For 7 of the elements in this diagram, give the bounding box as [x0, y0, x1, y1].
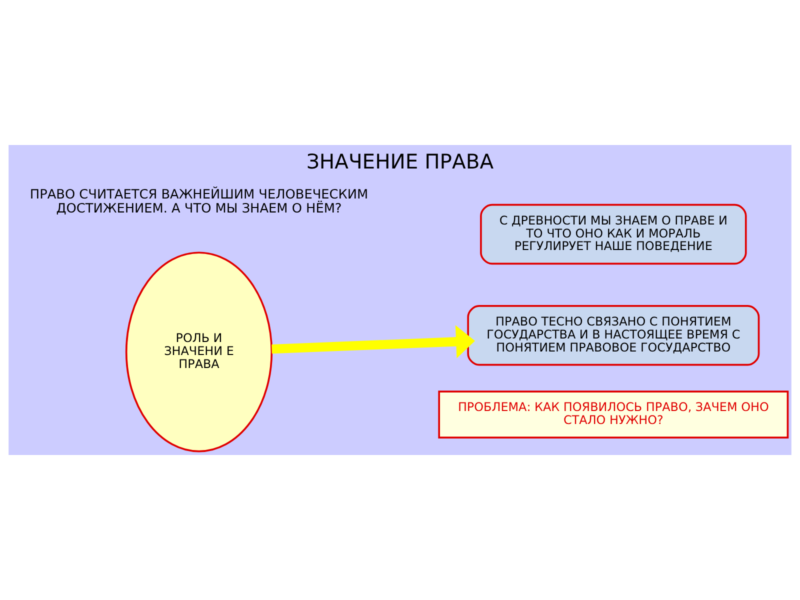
- label: ПРАВО СЧИТАЕТСЯ ВАЖНЕЙШИМ ЧЕЛОВЕЧЕСКИМ ДОСТИЖЕНИЕМ. А ЧТО МЫ ЗНАЕМ О НЁМ?: [30, 188, 368, 216]
- arrow: [272, 325, 475, 358]
- node-box: С ДРЕВНОСТИ МЫ ЗНАЕМ О ПРАВЕ И ТО ЧТО ОНО КАК И МОРАЛЬ РЕГУЛИРУЕТ НАШЕ ПОВЕДЕНИЕ: [480, 204, 747, 265]
- node-ellipse: РОЛЬ И ЗНАЧЕНИ Е ПРАВА: [125, 252, 273, 452]
- node-box: ПРОБЛЕМА: КАК ПОЯВИЛОСЬ ПРАВО, ЗАЧЕМ ОНО СТАЛО НУЖНО?: [438, 390, 789, 438]
- diagram-title: ЗНАЧЕНИЕ ПРАВА: [306, 150, 494, 174]
- node-box: ПРАВО ТЕСНО СВЯЗАНО С ПОНЯТИЕМ ГОСУДАРСТВА И В НАСТОЯЩЕЕ ВРЕМЯ С ПОНЯТИЕМ ПРАВОВОЕ ГОСУДАРСТВО: [467, 305, 760, 366]
